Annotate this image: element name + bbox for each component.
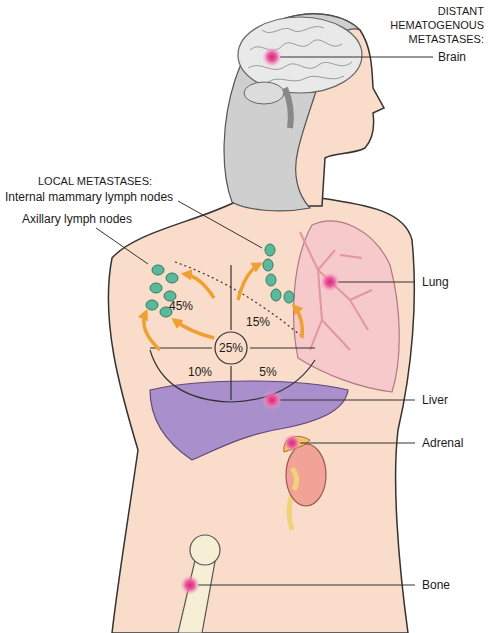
circle-shape	[215, 332, 247, 364]
illustration-part	[263, 259, 273, 271]
illustration-part	[238, 17, 362, 93]
illustration-part	[184, 274, 214, 298]
illustration-part	[166, 273, 178, 283]
illustration-part	[238, 264, 260, 300]
illustration-part	[198, 585, 415, 586]
illustration-part	[144, 312, 160, 350]
leader-lines	[96, 57, 433, 585]
lymph-nodes	[146, 244, 294, 317]
body-outline	[108, 198, 414, 633]
illustration-part	[294, 221, 400, 392]
illustration-part	[286, 444, 326, 506]
illustration-part	[300, 232, 372, 350]
illustration-part	[178, 201, 262, 248]
illustration-part	[283, 434, 301, 452]
illustration-part	[300, 443, 415, 444]
organ-label: Liver	[420, 393, 450, 407]
liver	[150, 381, 348, 460]
illustration-part	[266, 274, 276, 286]
illustration-part	[248, 26, 352, 82]
center-circle: 25%	[214, 331, 248, 365]
metastasis-dots	[180, 47, 340, 595]
illustration-part	[190, 535, 220, 565]
percent-label: 15%	[246, 315, 270, 329]
illustration-part	[244, 82, 284, 104]
organ-label: Adrenal	[420, 436, 465, 450]
illustration-part	[178, 556, 216, 633]
percent-label: 45%	[169, 299, 193, 313]
illustration-part	[262, 390, 282, 410]
illustration-part	[280, 400, 415, 401]
illustration-part	[271, 289, 281, 301]
illustration-part	[292, 468, 297, 490]
organ-label: Lung	[420, 275, 451, 289]
brain	[238, 17, 362, 128]
node-group-label: Internal mammary lymph nodes	[3, 190, 175, 204]
illustration-part	[96, 228, 148, 264]
lung	[294, 221, 400, 392]
percent-label: 10%	[188, 365, 212, 379]
illustration-part	[284, 291, 294, 303]
illustration-part	[262, 47, 282, 67]
illustration-part	[180, 575, 200, 595]
percent-label: 5%	[259, 365, 276, 379]
illustration-part	[146, 300, 158, 310]
section-heading: DISTANT HEMATOGENOUS METASTASES:	[382, 4, 484, 46]
node-group-label: Axillary lymph nodes	[20, 212, 134, 226]
illustration-part	[175, 262, 300, 335]
organ-label: Bone	[420, 578, 452, 592]
organ-label: Brain	[438, 50, 466, 64]
illustration-part	[294, 306, 302, 338]
illustration-part	[265, 244, 275, 256]
illustration-part	[152, 265, 164, 275]
femur	[178, 535, 220, 633]
illustration-part	[320, 272, 340, 292]
illustration-part	[150, 283, 162, 293]
breast	[150, 262, 315, 402]
illustration-part	[338, 282, 415, 283]
illustration-part	[280, 57, 433, 58]
percent-label: 25%	[214, 331, 248, 355]
section-heading: LOCAL METASTASES:	[36, 174, 154, 188]
illustration-part	[285, 88, 291, 128]
illustration-part	[174, 320, 214, 338]
